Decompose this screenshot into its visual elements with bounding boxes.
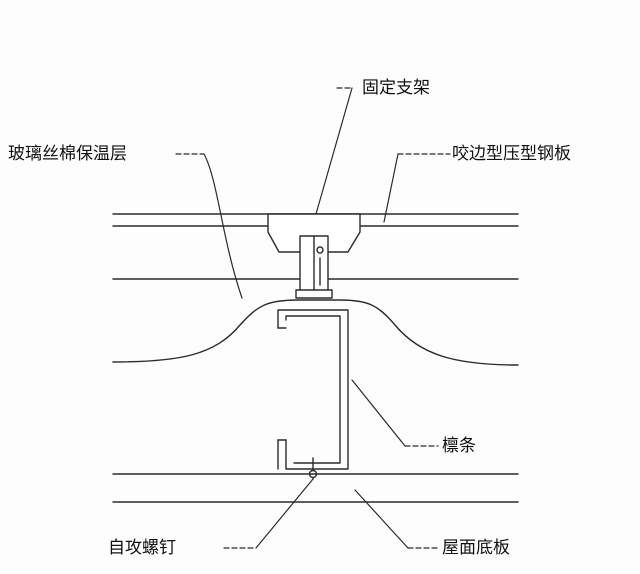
label-purlin: 檩条 (442, 436, 476, 456)
label-roof-base-panel: 屋面底板 (442, 538, 510, 558)
label-fixed-bracket: 固定支架 (362, 78, 430, 98)
label-seam-locked-steel-sheet: 咬边型压型钢板 (452, 144, 571, 164)
fixed-bracket (267, 213, 361, 299)
roof-base-panel (112, 473, 519, 503)
leader-lines (175, 87, 451, 549)
label-self-tapping-screw: 自攻螺钉 (108, 538, 176, 558)
label-glass-wool-insulation: 玻璃丝棉保温层 (8, 144, 127, 164)
purlin (277, 309, 349, 470)
